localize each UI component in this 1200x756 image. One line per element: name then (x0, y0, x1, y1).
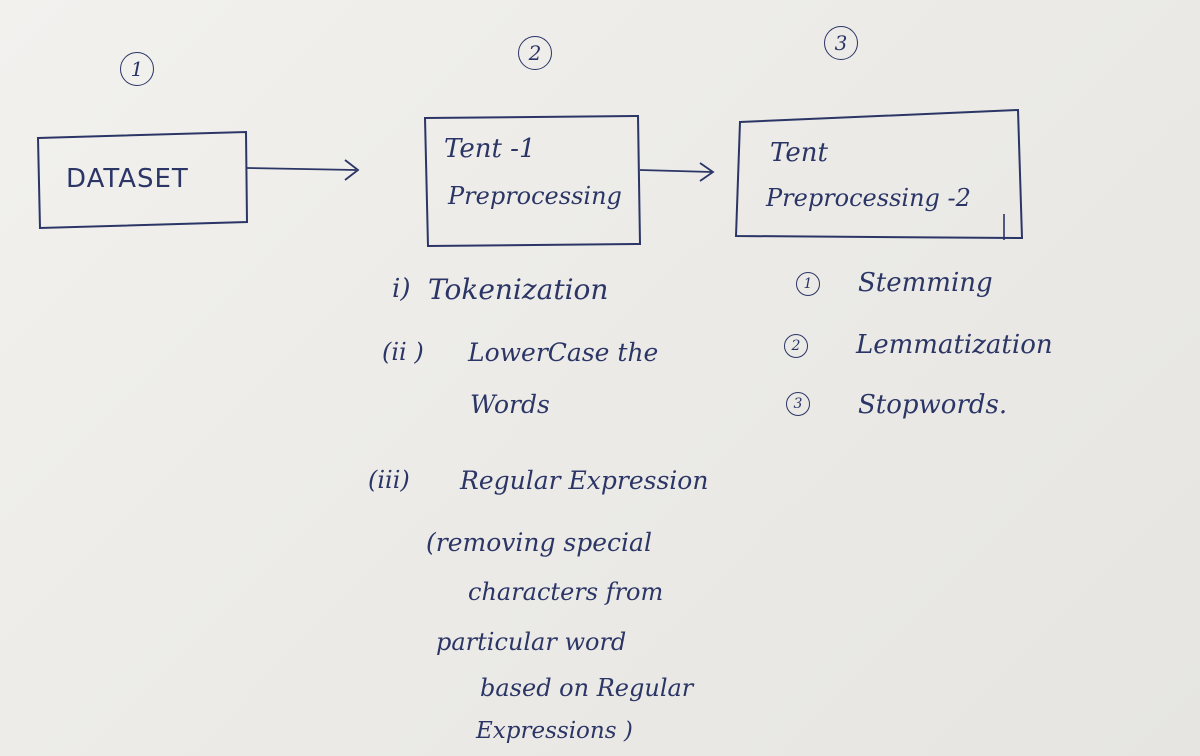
list1-item3-text: Regular Expression (460, 466, 709, 495)
list1-item3-note-line3: particular word (436, 628, 627, 656)
list2-item3-number: 3 (793, 396, 803, 412)
list1-item2-number: (ii ) (382, 338, 424, 366)
list1-item2-text-line2: Words (470, 390, 550, 419)
list1-item3-note-line5: Expressions ) (476, 718, 633, 744)
arrow-head-2 (699, 162, 715, 182)
step-2-marker: 2 (518, 36, 552, 70)
list2-item1-marker: 1 (796, 272, 820, 296)
step-1-number: 1 (130, 57, 144, 81)
list2-item2-text: Lemmatization (856, 330, 1053, 360)
list2-item1-text: Stemming (858, 268, 993, 298)
list2-item3-marker: 3 (786, 392, 810, 416)
arrow-dataset-to-tp1 (246, 167, 357, 171)
list1-item1-number: i) (392, 274, 411, 304)
tp2-label-line1: Tent (770, 138, 828, 168)
text-preprocessing-1-box (423, 114, 642, 248)
list1-item3-note-line2: characters from (468, 578, 664, 606)
list1-item3-note-line4: based on Regular (480, 674, 694, 702)
tp2-label-line2: Preprocessing -2 (766, 184, 971, 212)
list1-item3-note-line1: (removing special (426, 528, 652, 557)
text-preprocessing-2-box (734, 108, 1024, 240)
step-1-marker: 1 (120, 52, 154, 86)
list2-item1-number: 1 (803, 276, 813, 292)
list2-item2-number: 2 (791, 338, 801, 354)
step-3-marker: 3 (824, 26, 858, 60)
tp1-label-line1: Tent -1 (444, 134, 536, 164)
list1-item1-text: Tokenization (428, 273, 609, 306)
list1-item3-number: (iii) (368, 466, 410, 494)
list1-item2-text-line1: LowerCase the (468, 338, 659, 367)
dataset-box (36, 130, 249, 230)
list2-item3-text: Stopwords. (858, 390, 1008, 420)
step-3-number: 3 (834, 31, 848, 55)
dataset-label: DATASET (66, 164, 189, 194)
list2-item2-marker: 2 (784, 334, 808, 358)
arrow-head-1 (344, 159, 360, 181)
tp1-label-line2: Preprocessing (448, 182, 622, 210)
step-2-number: 2 (528, 41, 542, 65)
arrow-tp1-to-tp2 (639, 169, 713, 173)
